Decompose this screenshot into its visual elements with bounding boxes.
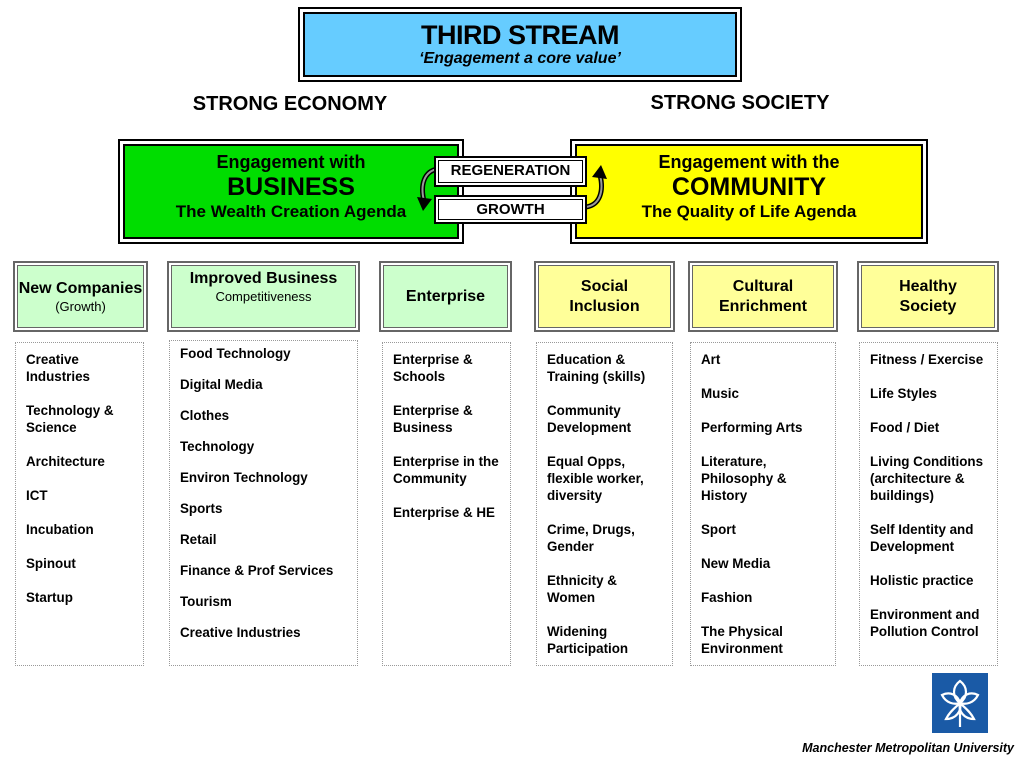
- list-item: Self Identity and Development: [870, 522, 974, 554]
- list-item: Life Styles: [870, 386, 937, 401]
- list-item: Community Development: [547, 403, 632, 435]
- title-box: THIRD STREAM ‘Engagement a core value’: [298, 7, 742, 82]
- growth-text: GROWTH: [438, 199, 583, 220]
- column-header-new-companies: New Companies (Growth): [13, 261, 148, 332]
- column-list-healthy-society: Fitness / Exercise Life Styles Food / Di…: [859, 342, 998, 666]
- column-list-improved-business: Food Technology Digital Media Clothes Te…: [169, 340, 358, 666]
- list-item: Widening Participation: [547, 624, 629, 656]
- community-line2: COMMUNITY: [671, 173, 827, 201]
- list-item: Ethnicity & Women: [547, 573, 617, 605]
- list-item: Fitness / Exercise: [870, 352, 984, 367]
- list-item: Enterprise in the Community: [393, 454, 499, 486]
- list-item: Music: [701, 386, 739, 401]
- column-title: Enterprise: [405, 287, 486, 305]
- list-item: The Physical Environment: [701, 624, 783, 656]
- list-item: Fashion: [701, 590, 753, 605]
- column-list-new-companies: Creative Industries Technology & Science…: [15, 342, 144, 666]
- list-item: Finance & Prof Services: [180, 563, 334, 578]
- regeneration-text: REGENERATION: [438, 160, 583, 183]
- list-item: ICT: [26, 488, 48, 503]
- list-item: Art: [701, 352, 721, 367]
- column-title: Improved Business: [189, 270, 338, 287]
- list-item: Sports: [180, 501, 223, 516]
- list-item: Incubation: [26, 522, 94, 537]
- list-item: Architecture: [26, 454, 105, 469]
- list-item: Food / Diet: [870, 420, 940, 435]
- university-logo-icon: [932, 673, 988, 733]
- heading-society: STRONG SOCIETY: [650, 92, 830, 114]
- list-item: Enterprise & Schools: [393, 352, 473, 384]
- column-subtitle: (Growth): [55, 298, 106, 314]
- list-item: Retail: [180, 532, 217, 547]
- community-box-inner: Engagement with the COMMUNITY The Qualit…: [575, 144, 923, 239]
- column-title: New Companies: [18, 279, 143, 297]
- community-box: Engagement with the COMMUNITY The Qualit…: [570, 139, 928, 244]
- list-item: Spinout: [26, 556, 76, 571]
- column-header-improved-business: Improved Business Competitiveness: [167, 261, 360, 332]
- column-subtitle: Competitiveness: [215, 289, 312, 304]
- flower-emblem-icon: [940, 679, 980, 727]
- column-header-cultural-enrichment: Cultural Enrichment: [688, 261, 838, 332]
- list-item: Holistic practice: [870, 573, 974, 588]
- list-item: Enterprise & Business: [393, 403, 473, 435]
- list-item: Tourism: [180, 594, 232, 609]
- column-header-social-inclusion: Social Inclusion: [534, 261, 675, 332]
- page-title: THIRD STREAM: [421, 20, 620, 50]
- list-item: Education & Training (skills): [547, 352, 646, 384]
- footer-university-name: Manchester Metropolitan University: [802, 741, 1014, 755]
- list-item: Environment and Pollution Control: [870, 607, 980, 639]
- list-item: Startup: [26, 590, 73, 605]
- list-item: New Media: [701, 556, 771, 571]
- list-item: Crime, Drugs, Gender: [547, 522, 635, 554]
- column-list-enterprise: Enterprise & Schools Enterprise & Busine…: [382, 342, 511, 666]
- list-item: Literature, Philosophy & History: [701, 454, 787, 503]
- column-list-cultural-enrichment: Art Music Performing Arts Literature, Ph…: [690, 342, 836, 666]
- list-item: Digital Media: [180, 377, 263, 392]
- list-item: Environ Technology: [180, 470, 308, 485]
- community-line1: Engagement with the: [658, 152, 840, 172]
- list-item: Equal Opps, flexible worker, diversity: [547, 454, 644, 503]
- page-subtitle: ‘Engagement a core value’: [419, 50, 621, 67]
- list-item: Creative Industries: [26, 352, 90, 384]
- growth-label: GROWTH: [434, 195, 587, 224]
- column-header-enterprise: Enterprise: [379, 261, 512, 332]
- list-item: Creative Industries: [180, 625, 301, 640]
- column-header-healthy-society: Healthy Society: [857, 261, 999, 332]
- business-line2: BUSINESS: [227, 173, 355, 201]
- list-item: Technology: [180, 439, 255, 454]
- business-line3: The Wealth Creation Agenda: [175, 202, 407, 221]
- list-item: Sport: [701, 522, 736, 537]
- business-box-inner: Engagement with BUSINESS The Wealth Crea…: [123, 144, 459, 239]
- column-list-social-inclusion: Education & Training (skills) Community …: [536, 342, 673, 666]
- business-box: Engagement with BUSINESS The Wealth Crea…: [118, 139, 464, 244]
- list-item: Food Technology: [180, 346, 291, 361]
- column-title: Healthy Society: [899, 277, 957, 315]
- title-inner: THIRD STREAM ‘Engagement a core value’: [303, 12, 737, 77]
- heading-economy: STRONG ECONOMY: [192, 93, 388, 115]
- business-line1: Engagement with: [216, 152, 366, 172]
- cycle-arrow-right-icon: [585, 165, 607, 210]
- list-item: Living Conditions (architecture & buildi…: [870, 454, 984, 503]
- list-item: Enterprise & HE: [393, 505, 495, 520]
- list-item: Performing Arts: [701, 420, 803, 435]
- list-item: Technology & Science: [26, 403, 114, 435]
- column-title: Cultural Enrichment: [718, 277, 807, 315]
- list-item: Clothes: [180, 408, 230, 423]
- regeneration-label: REGENERATION: [434, 156, 587, 187]
- community-line3: The Quality of Life Agenda: [641, 202, 857, 221]
- column-title: Social Inclusion: [569, 277, 640, 315]
